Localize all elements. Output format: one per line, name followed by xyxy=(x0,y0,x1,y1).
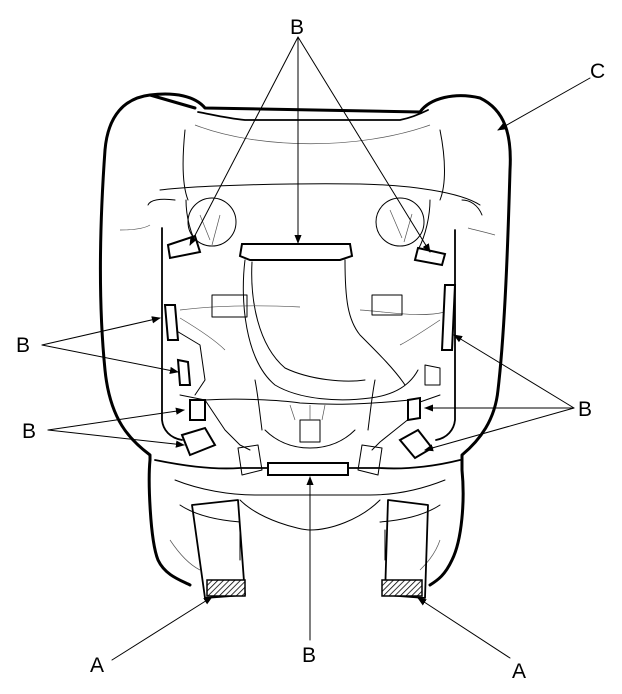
leader-lines xyxy=(41,36,591,661)
label-a-left: A xyxy=(90,654,104,677)
label-b-bottom: B xyxy=(302,644,316,667)
label-b-left-lower: B xyxy=(22,420,36,443)
seat-frame xyxy=(161,197,456,451)
clips xyxy=(163,234,457,476)
label-b-top: B xyxy=(290,16,304,39)
label-a-right: A xyxy=(512,660,526,683)
strap-left xyxy=(191,499,246,599)
seat-back-cover xyxy=(98,92,512,587)
label-b-left-upper: B xyxy=(16,334,30,357)
label-b-right: B xyxy=(578,398,592,421)
label-c: C xyxy=(590,60,605,83)
strap-right xyxy=(381,499,429,599)
seat-lower-frame xyxy=(154,444,461,571)
